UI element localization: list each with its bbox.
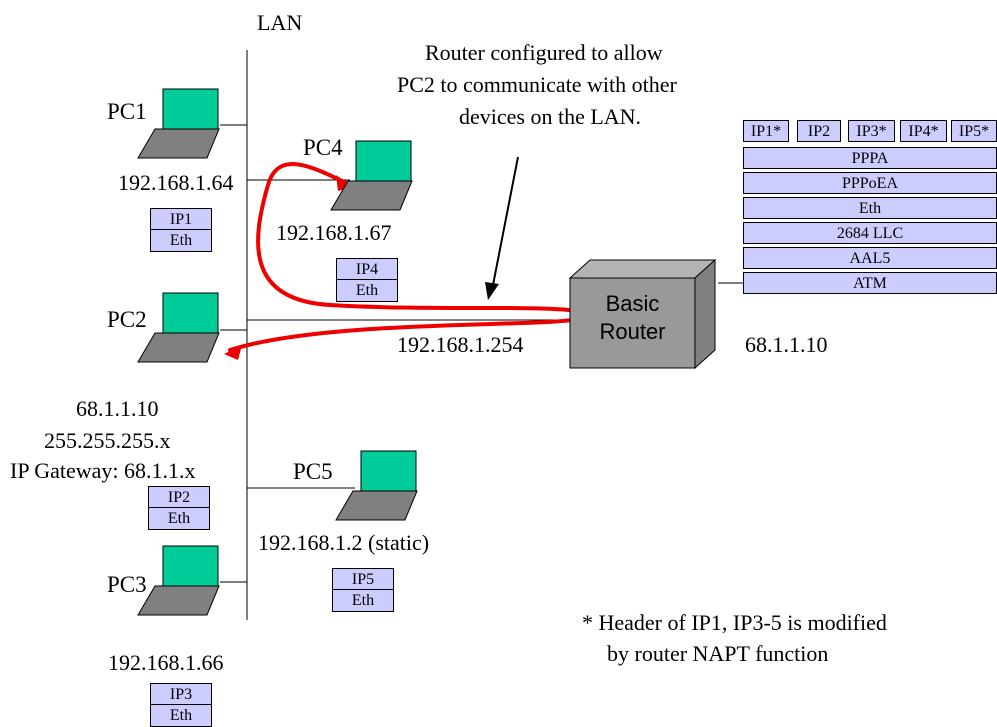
pc2-mask: 255.255.255.x — [44, 428, 171, 453]
pc4-packet-eth: Eth — [336, 280, 398, 302]
pc3-name: PC3 — [107, 572, 147, 597]
footnote-line-1: * Header of IP1, IP3-5 is modified — [582, 610, 887, 635]
pc5-name: PC5 — [293, 459, 333, 484]
pc2-gateway: IP Gateway: 68.1.1.x — [10, 458, 196, 483]
pc3-packet: IP3 Eth — [150, 683, 212, 727]
callout-line-2: PC2 to communicate with other — [397, 72, 677, 97]
wan-ip-header-2: IP2 — [797, 120, 841, 142]
pc3-ip: 192.168.1.66 — [108, 650, 224, 675]
wan-layer-llc: 2684 LLC — [743, 222, 997, 244]
pc2-packet-eth: Eth — [148, 508, 210, 530]
pc2-ip: 68.1.1.10 — [76, 396, 159, 421]
lan-label: LAN — [257, 10, 303, 35]
wan-layer-pppa: PPPA — [743, 147, 997, 169]
pc3-laptop-icon — [137, 545, 220, 616]
pc5-packet-ip: IP5 — [332, 568, 394, 590]
pc1-laptop-icon — [137, 88, 220, 159]
pc3-packet-eth: Eth — [150, 705, 212, 727]
callout-line-3: devices on the LAN. — [459, 104, 642, 129]
pc2-laptop-icon — [137, 292, 220, 363]
router-wan-ip: 68.1.1.10 — [745, 332, 828, 357]
traffic-path — [228, 162, 588, 352]
pc4-ip: 192.168.1.67 — [276, 220, 392, 245]
wan-layer-pppoea: PPPoEA — [743, 172, 997, 194]
pc1-packet-eth: Eth — [150, 230, 212, 252]
pc4-packet: IP4 Eth — [336, 258, 398, 302]
wan-layer-aal5: AAL5 — [743, 247, 997, 269]
pc4-name: PC4 — [303, 135, 343, 160]
traffic-arrow-head-pc2 — [224, 345, 242, 360]
router-label-line-1: Basic — [605, 291, 660, 316]
pc1-packet: IP1 Eth — [150, 208, 212, 252]
wan-layer-eth: Eth — [743, 197, 997, 219]
pc1-name: PC1 — [107, 99, 147, 124]
wan-ip-header-3: IP3* — [848, 120, 895, 142]
pc2-packet-ip: IP2 — [148, 486, 210, 508]
pc5-laptop-icon — [335, 450, 418, 521]
wan-ip-header-5: IP5* — [951, 120, 997, 142]
callout-line-1: Router configured to allow — [425, 40, 663, 65]
pc3-packet-ip: IP3 — [150, 683, 212, 705]
pc5-ip: 192.168.1.2 (static) — [258, 530, 430, 555]
router-lan-ip: 192.168.1.254 — [397, 332, 524, 357]
callout-arrow-line — [492, 156, 519, 286]
callout-arrow-head — [485, 282, 499, 300]
router-label-line-2: Router — [599, 319, 666, 344]
wan-ip-header-1: IP1* — [743, 120, 789, 142]
wan-ip-header-4: IP4* — [900, 120, 947, 142]
wan-layer-atm: ATM — [743, 272, 997, 294]
pc2-packet: IP2 Eth — [148, 486, 210, 530]
pc4-laptop-icon — [330, 140, 413, 211]
pc5-packet: IP5 Eth — [332, 568, 394, 612]
router-label: Basic Router — [570, 290, 695, 346]
pc4-packet-ip: IP4 — [336, 258, 398, 280]
pc1-ip: 192.168.1.64 — [118, 170, 234, 195]
pc2-name: PC2 — [107, 307, 147, 332]
footnote-line-2: by router NAPT function — [607, 641, 829, 666]
pc1-packet-ip: IP1 — [150, 208, 212, 230]
router-icon — [568, 258, 717, 370]
pc5-packet-eth: Eth — [332, 590, 394, 612]
